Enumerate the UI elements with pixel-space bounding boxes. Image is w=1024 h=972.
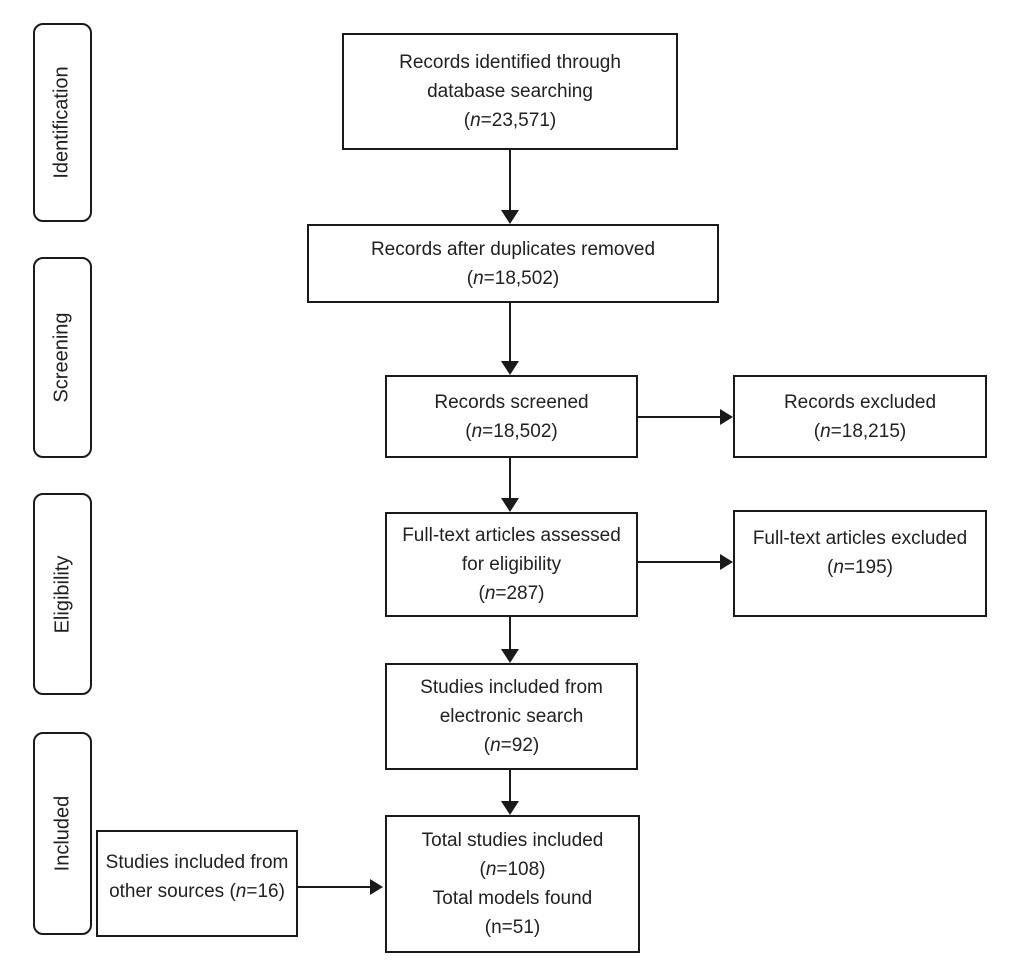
count-line: other sources (n=16)	[109, 877, 285, 906]
arrowhead-down-icon	[501, 801, 519, 815]
arrow-line	[298, 886, 372, 888]
text-line: database searching	[427, 81, 593, 102]
count-open: (	[463, 110, 471, 131]
text-line: Studies included from	[105, 851, 289, 873]
text-line: Records excluded	[783, 391, 937, 413]
count-open: (	[479, 859, 486, 880]
stage-label-included: Included	[33, 732, 92, 935]
count-line: (n=18,502)	[467, 264, 559, 293]
count-rest: =287)	[495, 583, 545, 604]
arrowhead-down-icon	[501, 210, 519, 224]
box-records-excluded: Records excluded (n=18,215)	[733, 375, 987, 458]
count-open: (	[466, 267, 474, 289]
stage-label-text: Included	[51, 795, 73, 872]
box-fulltext-excluded: Full-text articles excluded (n=195)	[733, 510, 987, 617]
arrow-line	[509, 617, 511, 651]
count-open: (	[465, 420, 472, 442]
arrow-line	[638, 561, 722, 563]
arrow-line	[509, 150, 511, 212]
arrow-line	[509, 770, 511, 803]
count-line: (n=195)	[827, 553, 893, 582]
text-line: Full-text articles assessed	[402, 525, 621, 546]
arrowhead-right-icon	[720, 409, 733, 425]
count-n: n	[471, 420, 483, 442]
count-open: (	[813, 420, 821, 442]
stage-label-screening: Screening	[33, 257, 92, 458]
count-open: (	[483, 735, 491, 756]
count-n: n	[473, 267, 484, 289]
count-pre: other sources (	[109, 880, 236, 902]
arrowhead-down-icon	[501, 649, 519, 663]
text-line: Total studies included	[421, 830, 604, 851]
text-line: for eligibility	[461, 554, 562, 575]
count-rest: =18,215)	[830, 420, 907, 442]
arrowhead-right-icon	[370, 879, 383, 895]
box-electronic-included: Studies included from electronic search …	[385, 663, 638, 770]
stage-label-identification: Identification	[33, 23, 92, 222]
count-rest: =92)	[500, 735, 540, 756]
arrowhead-down-icon	[501, 361, 519, 375]
stage-label-text: Screening	[51, 312, 73, 403]
count-n: n	[235, 880, 247, 902]
count-rest: =23,571)	[480, 110, 557, 131]
count-rest: =18,502)	[483, 267, 560, 289]
stage-label-text: Identification	[51, 66, 74, 179]
arrowhead-right-icon	[720, 554, 733, 570]
count-open: (	[478, 583, 485, 604]
count-line: (n=108)	[479, 855, 545, 884]
count-line: (n=18,215)	[814, 417, 906, 446]
count-n: n	[490, 735, 501, 756]
box-duplicates-removed: Records after duplicates removed (n=18,5…	[307, 224, 719, 303]
text-line: Studies included from	[420, 677, 603, 698]
count-line: (n=92)	[484, 731, 539, 760]
count-rest: =16)	[246, 880, 285, 902]
text-line: Records screened	[434, 391, 589, 413]
count-rest: =18,502)	[482, 420, 558, 442]
box-records-identified: Records identified through database sear…	[342, 33, 678, 150]
text-line: Records identified through	[399, 52, 621, 73]
count-rest: =108)	[496, 859, 546, 880]
stage-label-text: Eligibility	[51, 555, 73, 633]
arrow-line	[638, 416, 722, 418]
box-fulltext-assessed: Full-text articles assessed for eligibil…	[385, 512, 638, 617]
box-other-sources: Studies included from other sources (n=1…	[96, 830, 298, 937]
count-line: (n=287)	[478, 579, 544, 608]
count-n: n	[820, 420, 831, 442]
arrow-line	[509, 303, 511, 363]
text-line: Total models found	[432, 888, 593, 909]
text-line: Full-text articles excluded	[752, 527, 968, 549]
arrow-line	[509, 458, 511, 500]
text-line: electronic search	[439, 706, 584, 727]
count-n: n	[485, 859, 497, 880]
count-open: (	[826, 556, 834, 578]
count-n: n	[484, 583, 496, 604]
box-total-included: Total studies included (n=108) Total mod…	[385, 815, 640, 953]
text-line: Records after duplicates removed	[370, 238, 656, 260]
count-line: (n=18,502)	[465, 417, 557, 446]
count-rest: =195)	[843, 556, 894, 578]
count-n: n	[833, 556, 844, 578]
arrowhead-down-icon	[501, 498, 519, 512]
box-records-screened: Records screened (n=18,502)	[385, 375, 638, 458]
count-line: (n=51)	[484, 917, 541, 938]
stage-label-eligibility: Eligibility	[33, 493, 92, 695]
count-n: n	[470, 110, 481, 131]
count-line: (n=23,571)	[464, 106, 556, 135]
